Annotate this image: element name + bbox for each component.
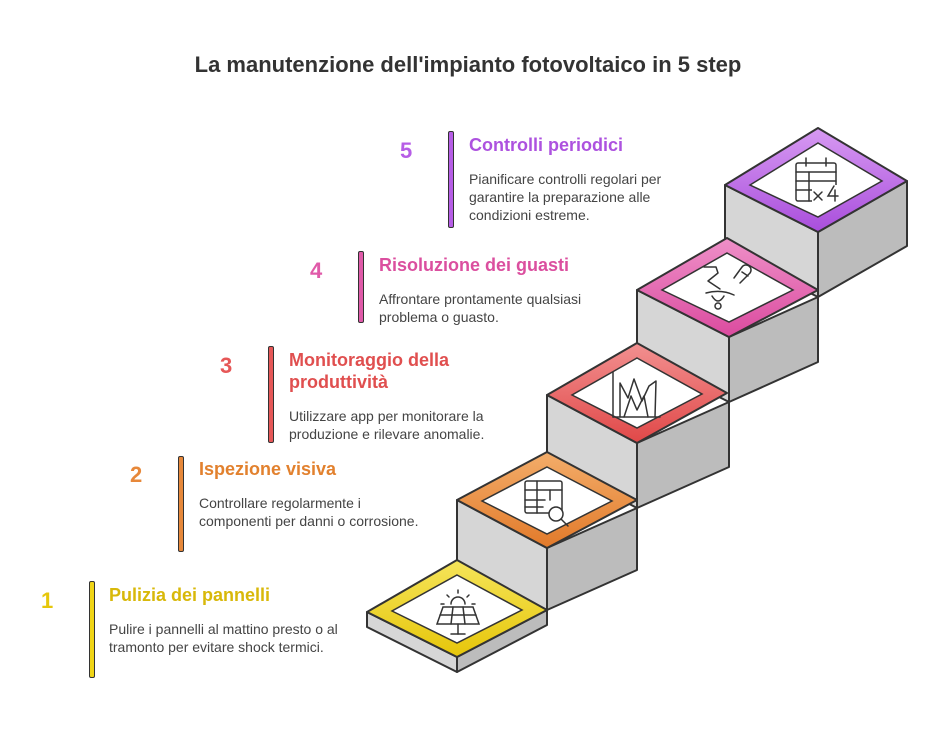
step-description: Affrontare prontamente qualsiasi problem… (379, 291, 582, 325)
step-heading: Controlli periodici (469, 135, 624, 155)
step-heading: Monitoraggio della produttività (289, 350, 449, 392)
step-accent-bar (268, 346, 274, 443)
step-heading: Pulizia dei pannelli (109, 585, 271, 605)
step-description: Pianificare controlli regolari per garan… (469, 171, 662, 223)
table-search-icon (524, 480, 569, 527)
solar-panel-icon (435, 589, 481, 635)
staircase-body (366, 180, 908, 673)
step-top-1 (366, 559, 548, 658)
step-description: Controllare regolarmente i componenti pe… (199, 495, 419, 529)
step-top-3 (546, 342, 728, 444)
step-description: Pulire i pannelli al mattino presto o al… (109, 621, 338, 655)
step-text: Monitoraggio della produttività Utilizza… (289, 349, 519, 443)
step-description: Utilizzare app per monitorare la produzi… (289, 408, 485, 442)
step-top-5 (724, 127, 908, 233)
page-title: La manutenzione dell'impianto fotovoltai… (194, 52, 742, 77)
step-top-4 (636, 237, 819, 338)
step-text: Controlli periodici Pianificare controll… (469, 134, 699, 224)
step-number: 1 (41, 588, 54, 613)
step-heading: Ispezione visiva (199, 459, 337, 479)
step-text: Pulizia dei pannelli Pulire i pannelli a… (109, 584, 349, 656)
step-number: 5 (400, 138, 413, 163)
step-text: Ispezione visiva Controllare regolarment… (199, 458, 419, 530)
step-accent-bar (178, 456, 184, 552)
step-heading: Risoluzione dei guasti (379, 255, 570, 275)
step-accent-bar (89, 581, 95, 678)
step-number: 2 (130, 462, 143, 487)
step-accent-bar (358, 251, 364, 323)
wrench-fix-icon (703, 264, 752, 310)
step-number: 3 (220, 353, 233, 378)
step-number: 4 (310, 258, 323, 283)
calendar-repeat-icon (795, 157, 840, 203)
chart-anomaly-icon (612, 371, 661, 418)
step-text: Risoluzione dei guasti Affrontare pronta… (379, 254, 619, 326)
step-top-2 (456, 451, 638, 549)
step-accent-bar (448, 131, 454, 228)
